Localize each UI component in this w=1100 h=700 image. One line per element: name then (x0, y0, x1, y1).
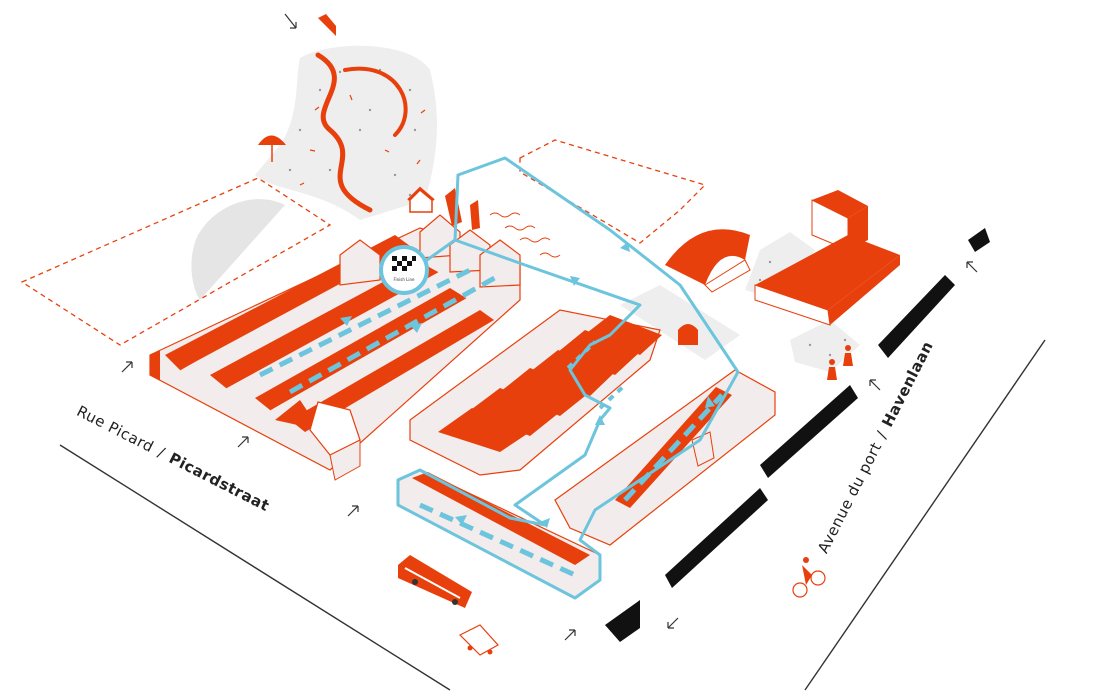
finish-line-badge[interactable]: Finish Line (379, 245, 429, 295)
north-gable-roofs (445, 188, 480, 230)
car-icon (458, 624, 499, 656)
plot-north (519, 139, 707, 244)
bus-icon (398, 555, 472, 608)
route-dashed (258, 267, 502, 395)
route-outer (396, 156, 740, 600)
entrance-arrow-icon (869, 379, 881, 391)
entrance-arrow-icon (564, 629, 576, 641)
red-dome (678, 324, 698, 345)
arched-hangar (665, 229, 750, 285)
cyclist-icon (792, 557, 826, 598)
entrance-arrow-icon (966, 261, 978, 273)
finish-line-caption: Finish Line (394, 277, 416, 282)
finish-flag-icon (392, 256, 416, 271)
river (315, 52, 373, 213)
route-main (454, 238, 526, 267)
east-park-2 (790, 320, 860, 372)
entrance-arrow-icon (667, 617, 679, 629)
wave-lines (489, 212, 561, 258)
park-confetti (299, 84, 426, 186)
small-house-icon (407, 186, 435, 213)
road-edges (59, 339, 1046, 691)
plot-west (20, 177, 332, 346)
entrance-arrow-icon (347, 505, 359, 517)
pedestrians-icon (827, 345, 853, 380)
umbrella-icon (258, 135, 286, 162)
street-separator-west: / (154, 443, 169, 462)
north-park (255, 45, 437, 220)
green-strip-mid (620, 285, 740, 360)
entrance-arrow-icon (121, 361, 133, 373)
park-dots (288, 68, 847, 357)
tower-top (812, 190, 868, 218)
north-east-buildings (665, 190, 900, 326)
grey-wedge (191, 199, 285, 300)
entrance-arrow-icon (237, 436, 249, 448)
entrance-arrows (121, 261, 978, 641)
north-arrow-icon (284, 13, 336, 36)
warehouse-roof (755, 235, 900, 310)
river-branch (343, 66, 408, 137)
street-separator-east: / (872, 428, 892, 442)
route-arrows (340, 242, 715, 528)
park-areas (191, 45, 860, 372)
west-facade-gable (275, 400, 320, 430)
dashed-plots (20, 139, 707, 346)
boundary-walls (605, 228, 990, 642)
central-hall (409, 309, 662, 476)
tour-route (258, 156, 740, 600)
